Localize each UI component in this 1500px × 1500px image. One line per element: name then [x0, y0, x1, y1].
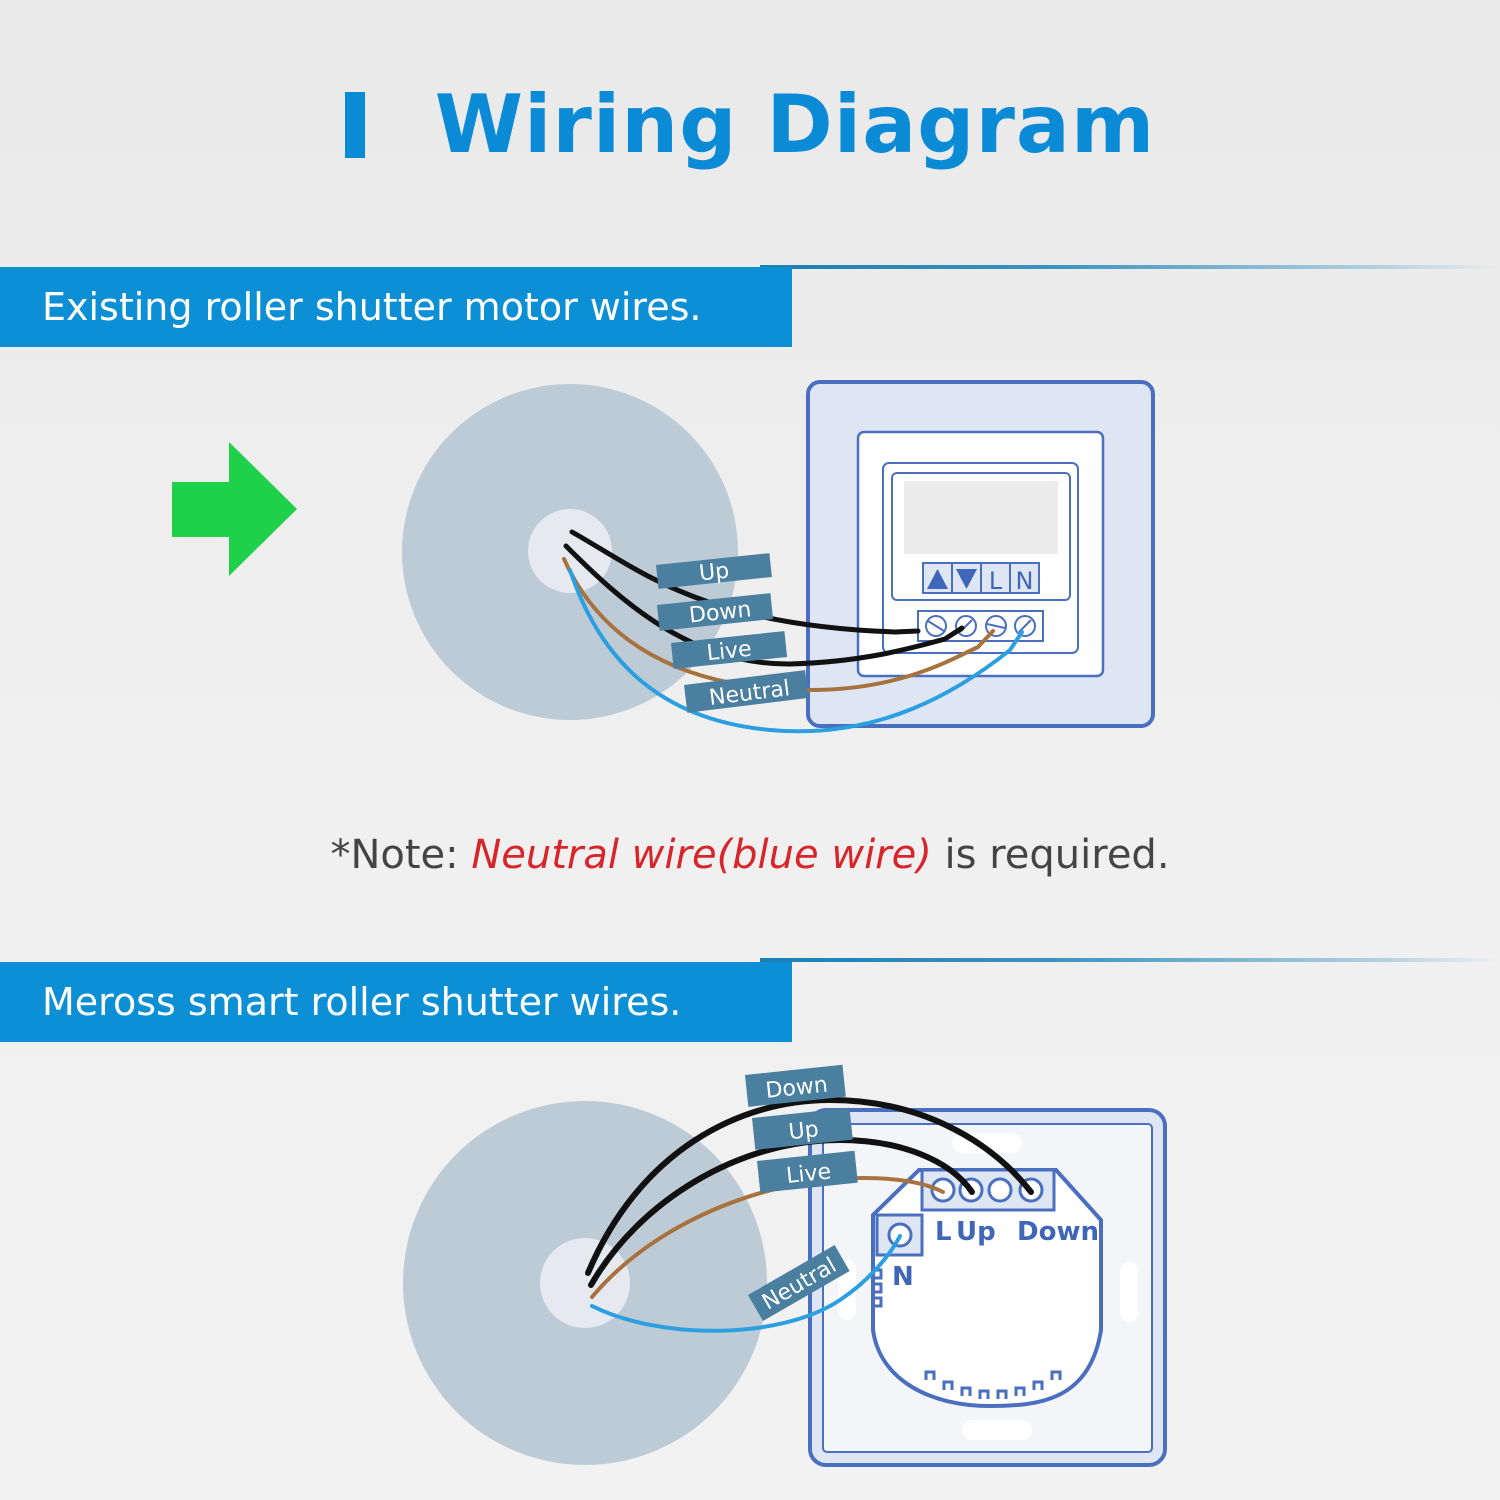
wires-1	[562, 529, 1024, 734]
note-highlight: Neutral wire(blue wire)	[471, 832, 932, 878]
up-triangle-icon	[927, 569, 948, 589]
terminal-label-down: Down	[1017, 1217, 1099, 1247]
wire-label-up-2: Up	[752, 1107, 853, 1150]
svg-text:Live: Live	[706, 637, 753, 667]
old-switch: L N	[806, 380, 1155, 728]
svg-text:Down: Down	[688, 597, 753, 628]
note-suffix: is required.	[931, 832, 1170, 878]
section2-banner: Meross smart roller shutter wires.	[0, 962, 792, 1042]
terminal-label-l: L	[935, 1217, 952, 1247]
panel-buttons: L N	[922, 562, 1040, 595]
module-teeth	[873, 1268, 1062, 1399]
green-arrow-icon	[172, 442, 297, 576]
section1-rule	[760, 265, 1500, 269]
motor-disc-2	[403, 1101, 767, 1465]
panel-button-n: N	[1016, 567, 1034, 595]
terminal-label-up: Up	[956, 1217, 996, 1247]
svg-text:Up: Up	[698, 558, 731, 586]
section2-rule	[760, 958, 1500, 962]
terminal-block-2	[875, 1168, 1056, 1257]
terminal-block-1	[917, 610, 1044, 642]
neutral-note: *Note: Neutral wire(blue wire) is requir…	[0, 832, 1500, 878]
wire-label-live-2: Live	[757, 1150, 858, 1193]
meross-switch: L Up Down N	[808, 1108, 1167, 1467]
page-title: Wiring Diagram	[0, 78, 1500, 171]
panel-button-l: L	[989, 567, 1003, 595]
section1-banner: Existing roller shutter motor wires.	[0, 267, 792, 347]
module-body	[871, 1168, 1103, 1409]
wire-label-up-1: Up	[656, 553, 772, 589]
svg-text:Up: Up	[787, 1117, 820, 1145]
note-prefix: *Note:	[330, 832, 472, 878]
down-triangle-icon	[956, 569, 977, 589]
terminal-label-n: N	[892, 1262, 914, 1292]
svg-text:Live: Live	[785, 1159, 832, 1189]
title-marker	[344, 92, 365, 158]
wire-label-down-2: Down	[745, 1064, 846, 1107]
wire-label-live-1: Live	[671, 631, 788, 669]
title-text: Wiring Diagram	[434, 78, 1156, 171]
